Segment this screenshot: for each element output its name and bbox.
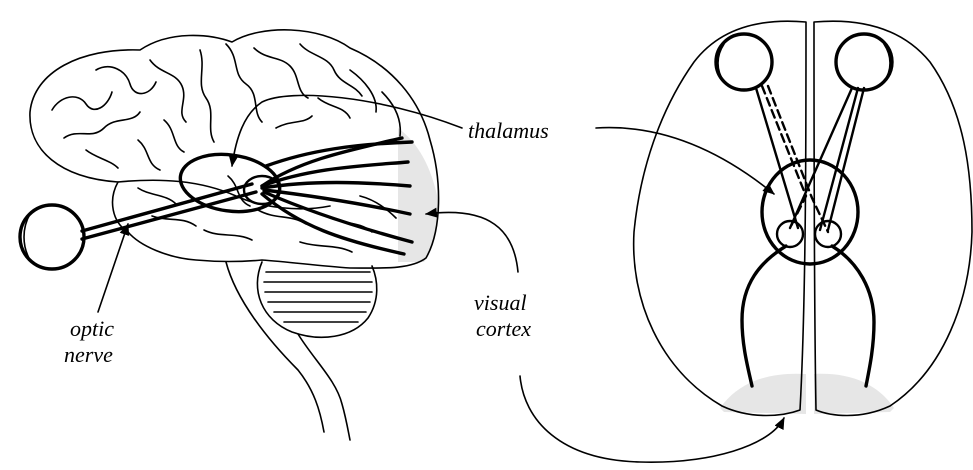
top-visual-cortex-right [814,374,894,414]
side-view-brain [20,30,439,440]
brainstem-back [298,334,350,440]
top-lgn-right [815,221,841,247]
optic-nerve [82,184,252,231]
visual-cortex-label-line2: cortex [476,316,531,341]
thalamus-label-group: thalamus [232,95,774,194]
top-lgn-left [777,221,803,247]
optic-nerve-label-group: optic nerve [64,224,128,367]
optic-radiations [262,138,412,254]
brainstem-front [226,262,324,432]
right-hemisphere [814,21,972,415]
optic-nerve-arrow [98,224,128,312]
left-hemisphere [634,21,806,415]
optic-nerve-label-line1: optic [70,316,114,341]
visual-cortex-arrow-up [426,212,518,272]
top-radiation-right [832,246,874,386]
visual-cortex-label-group: visual cortex [426,212,784,462]
top-thalamus [762,160,858,264]
thalamus-label: thalamus [468,118,549,143]
top-radiation-left [742,246,786,386]
top-view-brain [634,21,972,415]
cerebellum [257,262,376,337]
top-visual-cortex-left [720,374,806,414]
optic-nerve-label-line2: nerve [64,342,113,367]
thalamus-arrow-right [596,128,774,194]
visual-cortex-label-line1: visual [474,290,527,315]
